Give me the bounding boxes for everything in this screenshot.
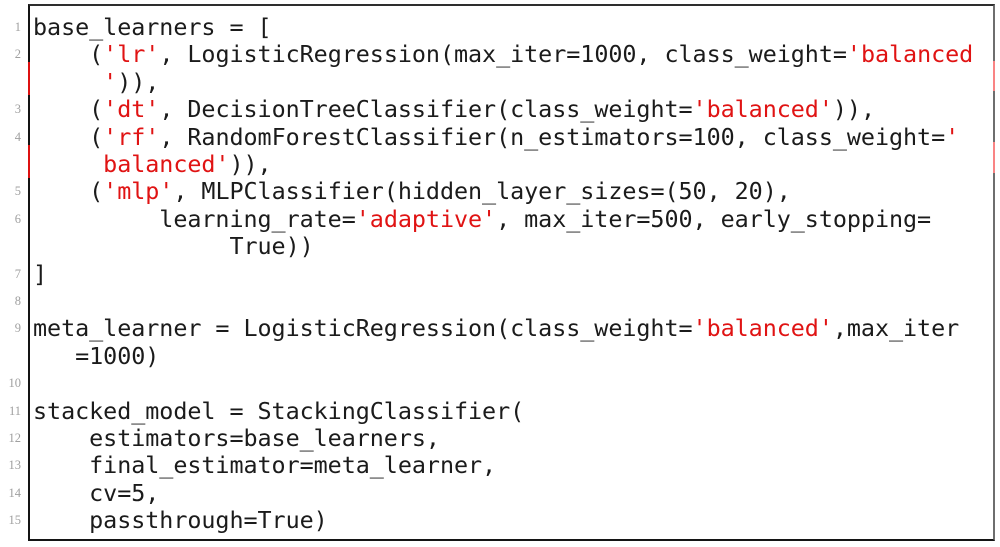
line-number: 8 <box>14 294 21 308</box>
code-line: learning_rate='adaptive', max_iter=500, … <box>33 204 932 234</box>
code-token: ( <box>33 95 104 124</box>
code-line: ('mlp', MLPClassifier(hidden_layer_sizes… <box>33 178 791 206</box>
code-token: final_estimator=meta_learner, <box>33 451 497 480</box>
line-number: 4 <box>14 129 21 144</box>
code-token: )), <box>832 95 875 124</box>
string-token: 'balanced <box>846 40 974 69</box>
code-token: =1000) <box>33 341 160 370</box>
string-token: balanced' <box>103 150 230 178</box>
code-line: stacked_model = StackingClassifier( <box>33 396 525 426</box>
string-token: ' <box>103 67 118 96</box>
line-number: 14 <box>8 485 22 500</box>
code-token: , max_iter=500, early_stopping= <box>496 204 932 233</box>
code-token: cv=5, <box>33 478 160 507</box>
code-token: , MLPClassifier(hidden_layer_sizes=(50, … <box>173 177 791 206</box>
line-number: 10 <box>8 376 22 391</box>
code-line: balanced')), <box>33 150 272 179</box>
line-number: 9 <box>14 321 21 336</box>
line-number: 7 <box>14 266 21 281</box>
code-token: )), <box>229 150 272 178</box>
string-token: 'adaptive' <box>355 204 497 233</box>
line-number: 2 <box>14 47 21 62</box>
code-line: base_learners = [ <box>33 13 272 42</box>
code-token: , DecisionTreeClassifier(class_weight= <box>159 95 693 124</box>
line-break-marker-right <box>992 61 995 91</box>
code-line: estimators=base_learners, <box>33 424 440 453</box>
code-token: passthrough=True) <box>33 506 328 535</box>
code-token <box>33 150 103 178</box>
line-break-marker-left <box>27 62 30 95</box>
string-token: 'balanced' <box>692 314 833 343</box>
code-token: meta_learner = LogisticRegression(class_… <box>33 314 693 343</box>
string-token: 'mlp' <box>103 177 174 206</box>
code-token: learning_rate= <box>33 204 356 233</box>
code-token: ( <box>33 122 104 151</box>
line-number: 12 <box>8 431 22 445</box>
line-number: 5 <box>14 184 21 199</box>
code-token: ( <box>33 40 104 69</box>
code-token <box>33 68 103 96</box>
code-line: ')), <box>33 67 160 97</box>
code-token: stacked_model = StackingClassifier( <box>33 396 525 425</box>
string-token: 'lr' <box>103 40 160 69</box>
line-number: 6 <box>14 211 21 226</box>
code-line: passthrough=True) <box>33 506 328 535</box>
code-line: ('dt', DecisionTreeClassifier(class_weig… <box>33 95 875 124</box>
code-line: ('lr', LogisticRegression(max_iter=1000,… <box>33 41 973 69</box>
string-token: 'balanced' <box>692 95 833 124</box>
code-line: meta_learner = LogisticRegression(class_… <box>33 315 959 343</box>
line-number: 11 <box>8 403 21 418</box>
code-token: , RandomForestClassifier(n_estimators=10… <box>159 122 946 151</box>
code-token: estimators=base_learners, <box>33 424 440 452</box>
line-number: 13 <box>8 458 22 473</box>
code-token: ,max_iter <box>832 314 960 343</box>
code-line: =1000) <box>33 341 160 371</box>
code-line: True)) <box>33 232 314 261</box>
line-number: 15 <box>8 513 22 528</box>
code-token: ( <box>33 177 104 206</box>
code-line: final_estimator=meta_learner, <box>33 452 496 480</box>
code-line: cv=5, <box>33 478 160 508</box>
code-token: )), <box>117 67 160 96</box>
string-token: 'dt' <box>103 95 160 124</box>
line-break-marker-left <box>27 145 30 178</box>
code-token: True)) <box>33 232 314 261</box>
code-listing-frame <box>28 4 995 541</box>
line-number: 1 <box>14 20 21 34</box>
code-line: ('rf', RandomForestClassifier(n_estimato… <box>33 122 960 152</box>
code-line: ] <box>33 259 48 289</box>
string-token: 'rf' <box>103 122 160 151</box>
code-token: , LogisticRegression(max_iter=1000, clas… <box>159 40 847 69</box>
string-token: ' <box>945 122 960 151</box>
code-token: ] <box>33 259 48 288</box>
line-number: 3 <box>14 102 21 117</box>
code-token: base_learners = [ <box>33 13 272 41</box>
line-break-marker-right <box>992 142 995 173</box>
